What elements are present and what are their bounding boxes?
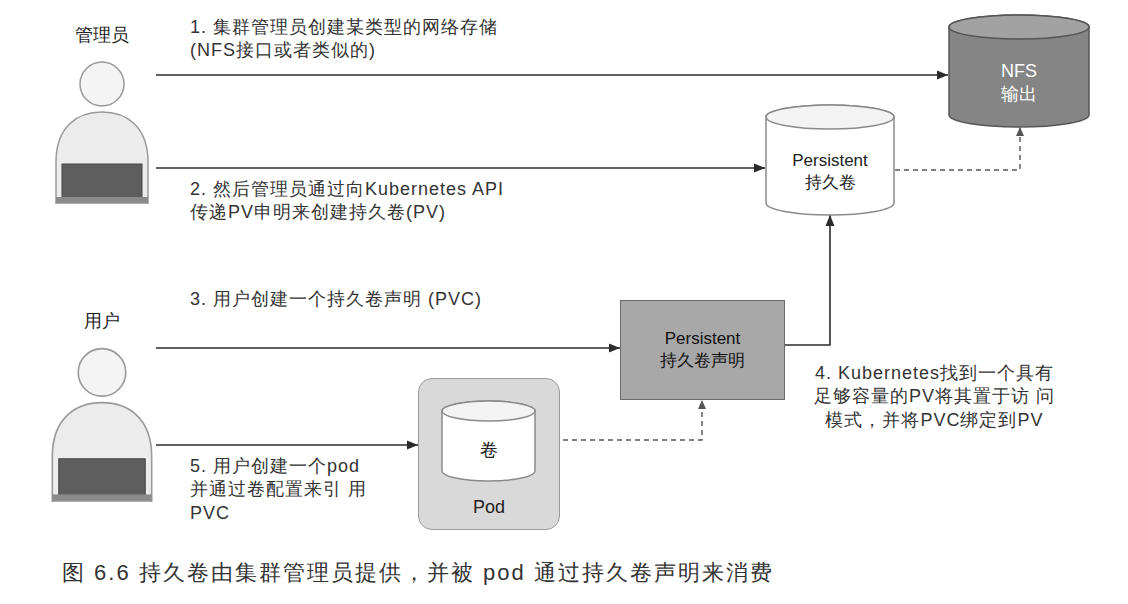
cylinder-body — [766, 105, 894, 215]
step-label: 3. 用户创建一个持久卷声明 (PVC) — [190, 288, 570, 311]
cylinder-top — [442, 401, 535, 421]
storage-cylinder: NFS 输出 — [948, 15, 1090, 127]
cylinder-top — [766, 105, 894, 129]
dashed-connector — [895, 127, 1020, 170]
cylinder-body — [442, 401, 535, 481]
connector-arrow — [156, 74, 948, 76]
storage-label: 卷 — [480, 439, 498, 462]
person-body — [52, 403, 151, 502]
claim-box: Persistent 持久卷声明 — [620, 300, 785, 400]
connector-arrow — [156, 444, 418, 446]
person-head — [78, 349, 126, 397]
laptop-screen — [59, 459, 145, 496]
pod-box: Pod 卷 — [418, 378, 560, 530]
figure-caption: 图 6.6 持久卷由集群管理员提供，并被 pod 通过持久卷声明来消费 — [62, 558, 774, 588]
person-figure — [48, 340, 156, 502]
claim-label: Persistent 持久卷声明 — [658, 328, 748, 372]
person-icon: 管理员 — [48, 24, 156, 204]
laptop-base — [52, 494, 151, 500]
person-figure — [48, 54, 156, 204]
connector-arrow — [156, 347, 620, 349]
step-label: 4. Kubernetes找到一个具有 足够容量的PV将其置于访 问模式，并将P… — [812, 362, 1057, 432]
connector-arrow — [785, 215, 830, 345]
step-label: 5. 用户创建一个pod 并通过卷配置来引 用PVC — [190, 455, 370, 525]
storage-label: Persistent 持久卷 — [785, 150, 875, 194]
connector-arrow — [156, 167, 765, 169]
storage-cylinder: Persistent 持久卷 — [765, 105, 895, 215]
role-label: 管理员 — [75, 24, 129, 47]
cylinder-top — [949, 15, 1089, 39]
pod-label: Pod — [473, 496, 505, 519]
laptop-screen — [62, 164, 142, 198]
person-body — [56, 112, 148, 204]
dashed-connector — [536, 400, 702, 440]
role-label: 用户 — [84, 310, 120, 333]
person-head — [80, 62, 124, 106]
step-label: 2. 然后管理员通过向Kubernetes API 传递PV申明来创建持久卷(P… — [190, 178, 512, 225]
storage-cylinder: 卷 — [441, 401, 536, 481]
step-label: 1. 集群管理员创建某类型的网络存储 (NFS接口或者类似的) — [190, 16, 510, 63]
cylinder-body — [949, 15, 1089, 127]
storage-label: NFS 输出 — [991, 60, 1047, 107]
laptop-base — [56, 197, 148, 203]
person-icon: 用户 — [48, 310, 156, 502]
